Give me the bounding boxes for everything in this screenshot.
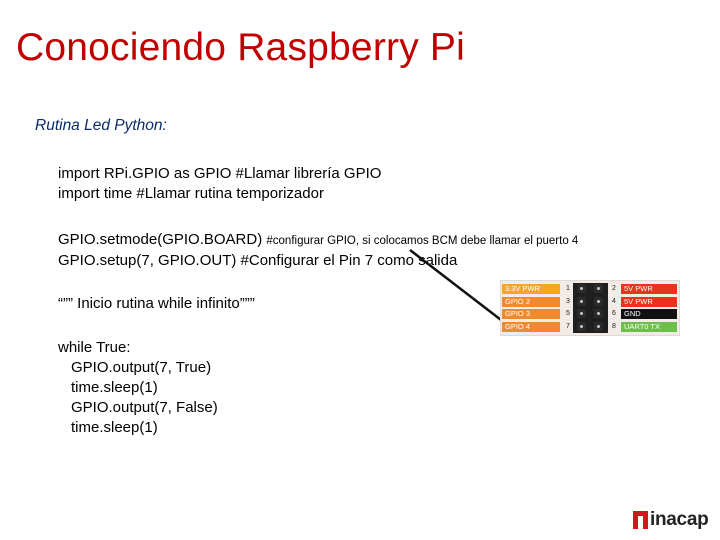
code-line: time.sleep(1) xyxy=(71,419,158,436)
code-line: GPIO.output(7, True) xyxy=(71,359,212,376)
code-line: “”” Inicio rutina while infinito””” xyxy=(58,295,255,312)
slide-subtitle: Rutina Led Python: xyxy=(35,117,167,134)
pin-icon xyxy=(577,309,586,318)
gpio-row: GPIO 2 3 4 5V PWR xyxy=(501,296,679,308)
code-block-loop: while True: GPIO.output(7, True) time.sl… xyxy=(58,338,218,438)
gpio-left-label: 3.3V PWR xyxy=(502,284,560,294)
code-block-imports: import RPi.GPIO as GPIO #Llamar librería… xyxy=(58,164,381,204)
pin-number: 3 xyxy=(566,297,570,305)
pin-icon xyxy=(577,296,586,306)
pin-number: 6 xyxy=(612,310,616,317)
pin-number: 4 xyxy=(612,297,616,305)
code-line: GPIO.setmode(GPIO.BOARD) #configurar GPI… xyxy=(58,230,578,251)
pin-number: 8 xyxy=(612,322,616,330)
inacap-logo-text: inacap xyxy=(650,509,709,530)
code-line: GPIO.output(7, False) xyxy=(71,399,218,416)
code-line: GPIO.setup(7, GPIO.OUT) #Configurar el P… xyxy=(58,252,458,269)
code-line: time.sleep(1) xyxy=(71,379,158,396)
inacap-logo-icon xyxy=(633,511,648,529)
code-comment: #configurar GPIO, si colocamos BCM debe … xyxy=(266,235,579,247)
pin-number: 1 xyxy=(566,285,570,292)
pin-icon xyxy=(577,321,586,331)
pin-icon xyxy=(577,284,586,293)
pin-icon xyxy=(594,296,603,306)
gpio-row: GPIO 4 7 8 UART0 TX xyxy=(501,321,679,333)
code-block-setup: GPIO.setmode(GPIO.BOARD) #configurar GPI… xyxy=(58,230,578,271)
gpio-row: 3.3V PWR 1 2 5V PWR xyxy=(501,284,679,295)
slide-title: Conociendo Raspberry Pi xyxy=(16,26,466,69)
code-text: GPIO.setmode(GPIO.BOARD) xyxy=(58,231,267,248)
code-line: import RPi.GPIO as GPIO #Llamar librería… xyxy=(58,165,382,182)
gpio-right-label: 5V PWR xyxy=(621,284,677,294)
pin-number: 7 xyxy=(566,322,570,330)
gpio-left-label: GPIO 2 xyxy=(502,296,560,307)
code-line: while True: xyxy=(58,339,131,356)
pin-number: 5 xyxy=(566,310,570,317)
pin-icon xyxy=(594,321,603,331)
code-line: import time #Llamar rutina temporizador xyxy=(58,185,324,202)
gpio-row: GPIO 3 5 6 GND xyxy=(501,309,679,320)
code-block-docstring: “”” Inicio rutina while infinito””” xyxy=(58,294,255,314)
pin-icon xyxy=(594,284,603,293)
gpio-left-label: GPIO 4 xyxy=(502,321,560,332)
gpio-right-label: UART0 TX xyxy=(621,321,677,332)
gpio-left-label: GPIO 3 xyxy=(502,309,560,319)
gpio-right-label: 5V PWR xyxy=(621,296,677,307)
pin-icon xyxy=(594,309,603,318)
gpio-right-label: GND xyxy=(621,309,677,319)
gpio-header-diagram: 3.3V PWR 1 2 5V PWR GPIO 2 3 4 5V PWR GPIO 3 5 6 GN… xyxy=(500,280,680,336)
pin-number: 2 xyxy=(612,285,616,292)
